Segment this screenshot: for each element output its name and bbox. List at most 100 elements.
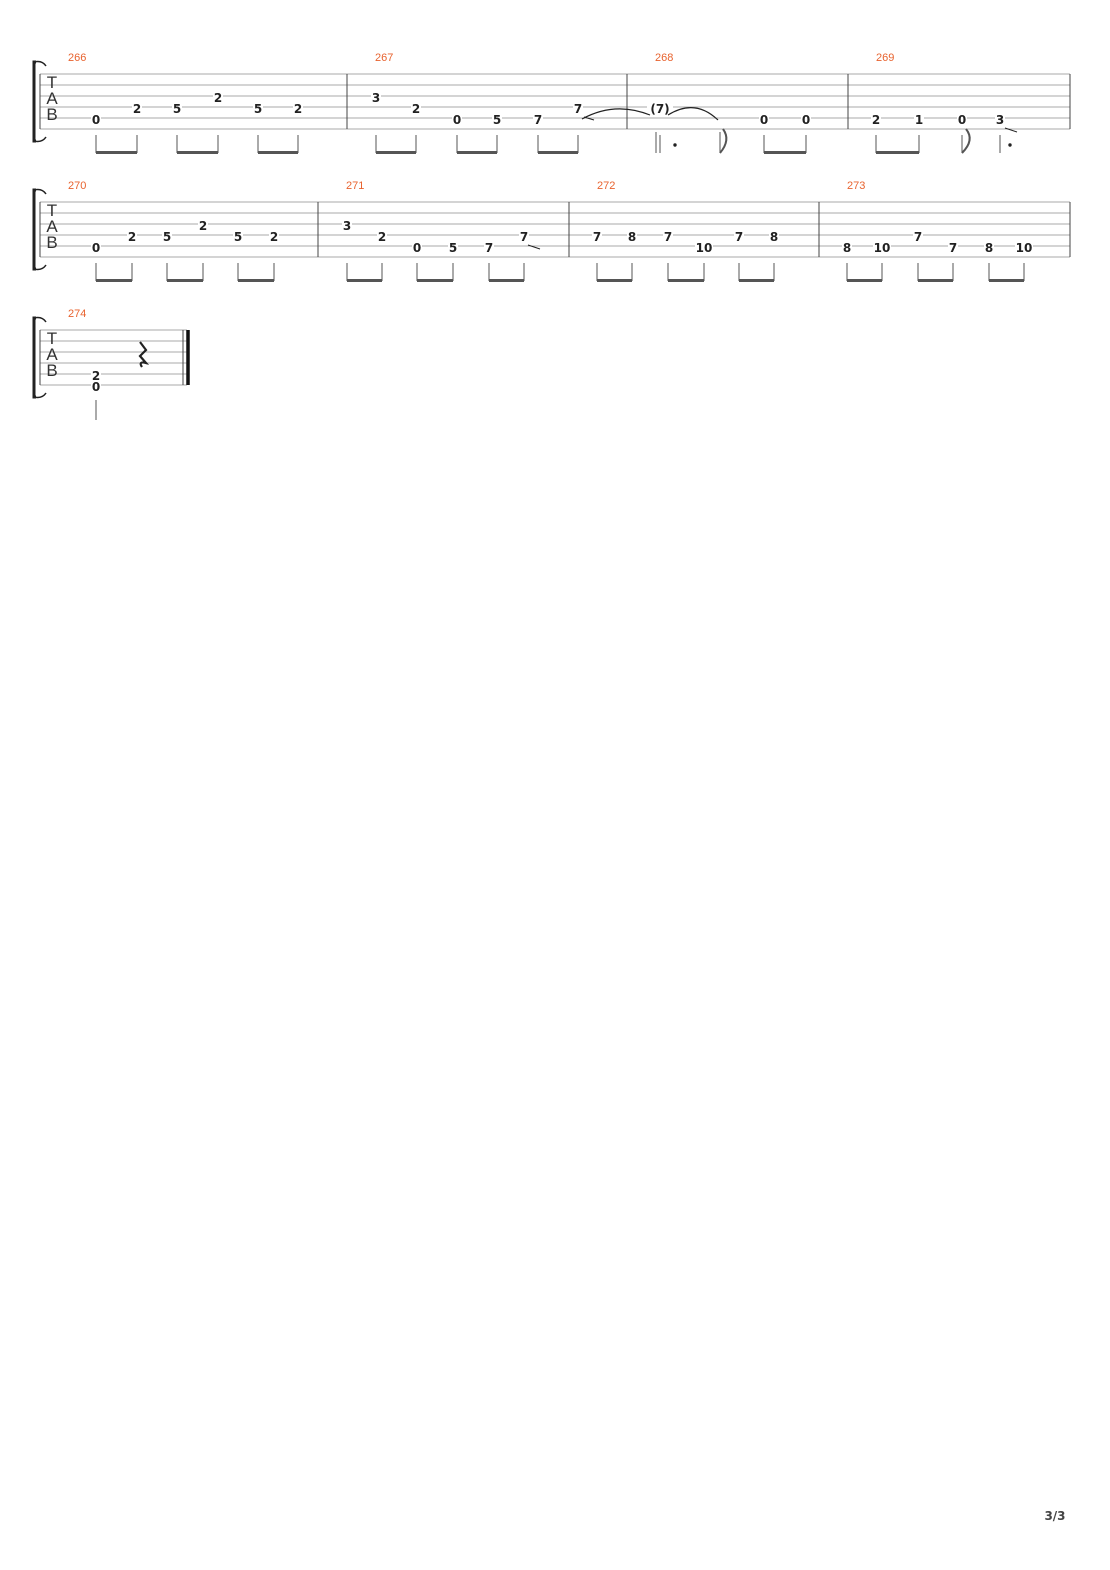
fret-knockout (269, 231, 279, 242)
system-bracket (32, 188, 36, 271)
fret-knockout (957, 114, 967, 125)
beam (258, 151, 298, 154)
fret-number: 10 (696, 241, 713, 255)
fret-knockout (371, 92, 381, 103)
fret-number: 2 (128, 230, 136, 244)
bracket-bottom-hook (33, 136, 47, 143)
tie-arc (581, 108, 651, 120)
beam (167, 279, 203, 282)
fret-knockout (91, 114, 101, 125)
fret-knockout (342, 220, 352, 231)
tab-clef-letter: T (47, 329, 57, 348)
fret-knockout (871, 114, 881, 125)
slide-mark (527, 244, 541, 250)
fret-knockout (647, 103, 673, 114)
fret-knockout (492, 114, 502, 125)
fret-knockout (448, 242, 458, 253)
measure-number: 273 (847, 180, 865, 192)
beam (847, 279, 882, 282)
beam (989, 279, 1024, 282)
beam (238, 279, 274, 282)
fret-knockout (1015, 242, 1033, 253)
fret-number: 2 (378, 230, 386, 244)
beam (96, 151, 137, 154)
tab-clef-letter: B (46, 105, 57, 124)
tab-clef-letter: A (46, 345, 58, 364)
fret-knockout (914, 114, 924, 125)
fret-knockout (377, 231, 387, 242)
fret-knockout (913, 231, 923, 242)
fret-knockout (984, 242, 994, 253)
fret-number: 7 (735, 230, 743, 244)
fret-number: 8 (843, 241, 851, 255)
tab-clef-letter: A (46, 89, 58, 108)
fret-number: 2 (412, 102, 420, 116)
beam (457, 151, 497, 154)
fret-knockout (452, 114, 462, 125)
fret-number: 1 (915, 113, 923, 127)
fret-number: 0 (958, 113, 966, 127)
fret-number: 10 (874, 241, 891, 255)
fret-knockout (127, 231, 137, 242)
fret-knockout (695, 242, 713, 253)
beam (739, 279, 774, 282)
tab-clef-letter: A (46, 217, 58, 236)
beam (347, 279, 382, 282)
system-bracket (32, 60, 36, 143)
fret-knockout (293, 103, 303, 114)
fret-number: 0 (413, 241, 421, 255)
fret-knockout (213, 92, 223, 103)
fret-knockout (801, 114, 811, 125)
beam (177, 151, 218, 154)
page-number: 3/3 (1044, 1509, 1066, 1523)
beam (876, 151, 919, 154)
dot (1008, 143, 1012, 147)
tie-arc (667, 107, 719, 121)
fret-knockout (842, 242, 852, 253)
fret-number: 7 (664, 230, 672, 244)
fret-knockout (948, 242, 958, 253)
fret-number: 5 (449, 241, 457, 255)
fret-number: 5 (173, 102, 181, 116)
bracket-top-hook (33, 60, 47, 67)
fret-knockout (233, 231, 243, 242)
dot (673, 143, 677, 147)
fret-knockout (995, 114, 1005, 125)
slide-mark (1004, 127, 1018, 133)
fret-number: 0 (92, 113, 100, 127)
tab-clef-letter: B (46, 233, 57, 252)
bracket-bottom-hook (33, 264, 47, 271)
beam (918, 279, 953, 282)
fret-number: 0 (92, 380, 100, 394)
fret-number: 2 (872, 113, 880, 127)
measure-number: 268 (655, 52, 673, 64)
fret-knockout (484, 242, 494, 253)
fret-number: 7 (593, 230, 601, 244)
fret-number: 3 (372, 91, 380, 105)
fret-knockout (533, 114, 543, 125)
slide-mark (583, 116, 595, 121)
fret-knockout (592, 231, 602, 242)
fret-number: 5 (163, 230, 171, 244)
tab-clef-letter: T (47, 201, 57, 220)
beam (489, 279, 524, 282)
fret-number: 7 (949, 241, 957, 255)
fret-number: 7 (574, 102, 582, 116)
fret-knockout (769, 231, 779, 242)
fret-knockout (91, 370, 101, 381)
measure-number: 272 (597, 180, 615, 192)
fret-knockout (91, 242, 101, 253)
fret-knockout (411, 103, 421, 114)
fret-number: 5 (493, 113, 501, 127)
fret-number: 8 (770, 230, 778, 244)
beam (96, 279, 132, 282)
fret-number: 3 (343, 219, 351, 233)
note-flag (719, 128, 728, 154)
measure-number: 271 (346, 180, 364, 192)
system-bracket (32, 316, 36, 399)
note-flag (961, 128, 971, 154)
tab-clef-letter: B (46, 361, 57, 380)
fret-number: 0 (760, 113, 768, 127)
fret-number: 2 (199, 219, 207, 233)
